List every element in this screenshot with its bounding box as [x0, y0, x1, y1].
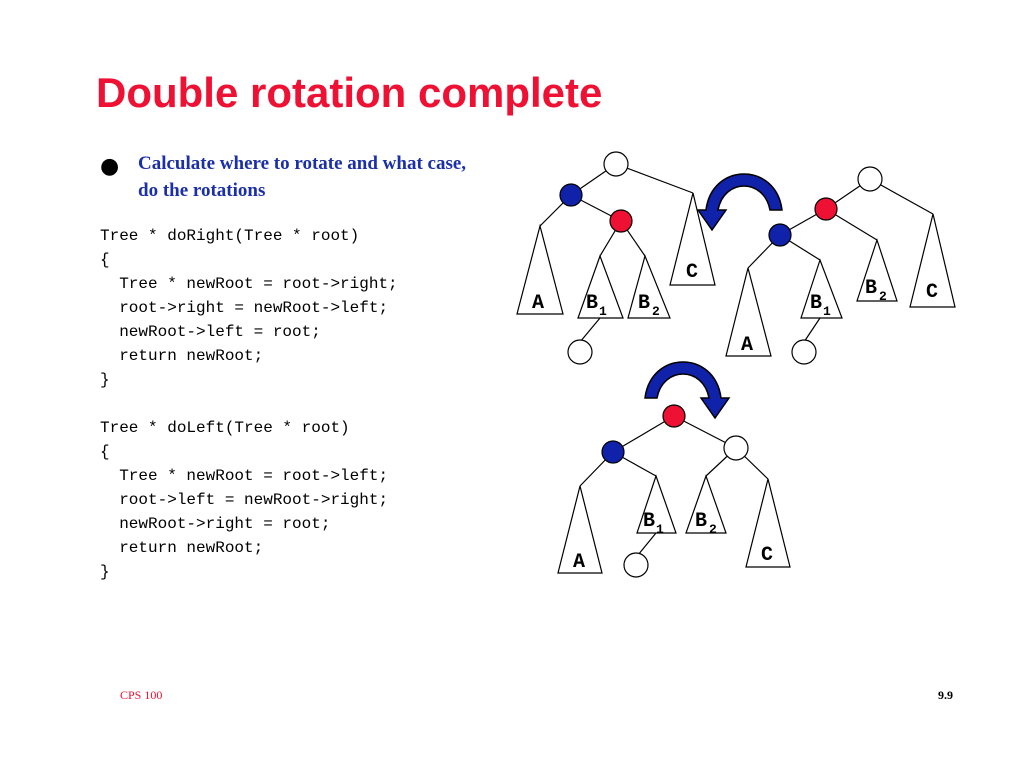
node-white: [567, 339, 593, 365]
label-b2-subscript: 2: [879, 289, 887, 304]
tree-edge: [637, 532, 657, 556]
code-line: root->right = newRoot->left;: [100, 299, 389, 317]
code-line: return newRoot;: [100, 347, 264, 365]
label-c: C: [761, 544, 773, 567]
label-b2: B: [638, 292, 650, 315]
slide-title: Double rotation complete: [96, 69, 603, 116]
subtree-triangle-b1: [636, 474, 677, 534]
node-white: [603, 151, 629, 177]
subtree-triangle-b2: [856, 238, 898, 302]
subtree-triangle-b2: [627, 254, 671, 319]
tree-before-rotation: [516, 151, 716, 365]
code-line: return newRoot;: [100, 539, 264, 557]
label-b1-subscript: 1: [656, 522, 664, 537]
label-b2: B: [865, 277, 877, 300]
node-blue: [601, 440, 625, 464]
label-b2-subscript: 2: [709, 522, 717, 537]
code-line: Tree * doRight(Tree * root): [100, 227, 360, 245]
subtree-triangle-b2: [685, 474, 727, 534]
subtree-triangle-c: [745, 478, 791, 568]
label-a: A: [532, 292, 544, 315]
code-line: root->left = newRoot->right;: [100, 491, 389, 509]
subtree-triangle-a: [557, 485, 603, 574]
label-b2-subscript: 2: [652, 304, 660, 319]
code-line: Tree * doLeft(Tree * root): [100, 419, 350, 437]
node-red: [609, 209, 633, 233]
subtree-triangle-a: [516, 223, 564, 315]
footer-course: CPS 100: [120, 688, 163, 702]
subtree-triangle-c: [909, 213, 956, 308]
node-red: [662, 404, 686, 428]
label-b1-subscript: 1: [823, 304, 831, 319]
code-line: {: [100, 443, 110, 461]
rotate-arrow-icon: [697, 173, 783, 231]
label-b2: B: [695, 510, 707, 533]
code-line: {: [100, 251, 110, 269]
node-white: [723, 435, 749, 461]
code-line: newRoot->right = root;: [100, 515, 331, 533]
node-white: [791, 339, 817, 365]
code-block: Tree * doRight(Tree * root) { Tree * newR…: [100, 224, 398, 584]
label-b1-subscript: 1: [599, 304, 607, 319]
tree-edge: [579, 317, 601, 343]
tree-edge: [612, 415, 675, 453]
label-a: A: [741, 334, 753, 357]
label-b1: B: [810, 292, 822, 315]
label-b1: B: [643, 510, 655, 533]
label-c: C: [926, 281, 938, 304]
label-a: A: [573, 551, 585, 574]
node-white: [857, 166, 883, 192]
label-c: C: [686, 261, 698, 284]
rotate-arrow-icon: [644, 361, 730, 419]
footer-page-number: 9.9: [938, 688, 953, 702]
subtree-triangle-b1: [577, 254, 624, 319]
tree-edge: [803, 317, 821, 343]
label-b1: B: [586, 292, 598, 315]
node-blue: [768, 223, 792, 247]
subtree-triangle-b1: [800, 258, 843, 319]
tree-after-first-rotation: [725, 166, 956, 365]
subtree-triangle-c: [669, 192, 716, 286]
bullet-text: Calculate where to rotate and what case,…: [138, 153, 467, 201]
code-line: newRoot->left = root;: [100, 323, 321, 341]
node-white: [623, 552, 649, 578]
code-line: }: [100, 371, 110, 389]
code-line: Tree * newRoot = root->left;: [100, 467, 389, 485]
subtree-triangle-a: [725, 267, 772, 357]
node-red: [814, 197, 838, 221]
code-line: }: [100, 563, 110, 581]
code-line: Tree * newRoot = root->right;: [100, 275, 398, 293]
tree-after-double-rotation: [557, 404, 791, 578]
bullet-dot: ●: [100, 154, 120, 179]
node-blue: [559, 183, 583, 207]
tree-edge: [615, 163, 694, 194]
